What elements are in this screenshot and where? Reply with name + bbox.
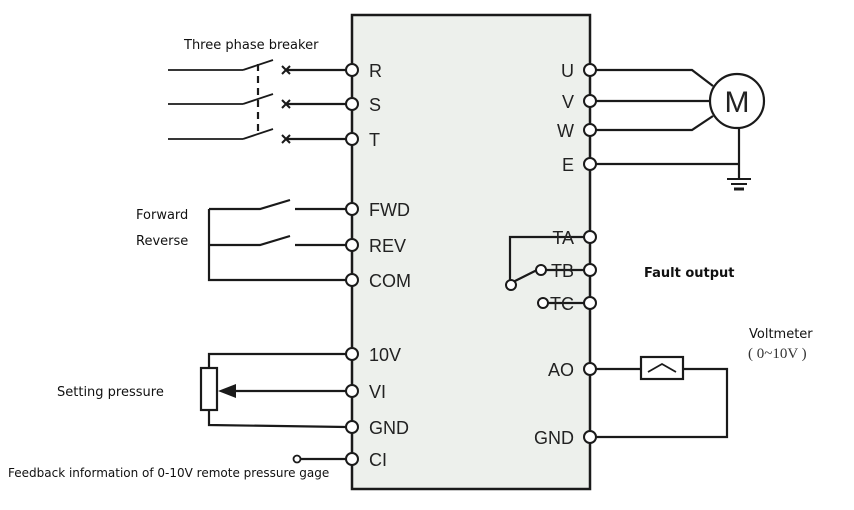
terminal-right-gnd	[583, 430, 597, 444]
setting-pressure-label: Setting pressure	[57, 385, 164, 400]
terminal-label-left-com: COM	[369, 271, 411, 291]
direction-switches	[207, 198, 346, 282]
terminal-left-gnd	[345, 420, 359, 434]
fault-relay	[505, 235, 584, 309]
terminal-right-tb	[583, 263, 597, 277]
terminal-left-ci	[345, 452, 359, 466]
terminal-left-rev	[345, 238, 359, 252]
terminal-label-left-t: T	[369, 130, 380, 150]
terminal-label-right-w: W	[557, 121, 574, 141]
terminal-label-left-rev: REV	[369, 236, 406, 256]
terminal-right-e	[583, 157, 597, 171]
reverse-label: Reverse	[136, 234, 188, 249]
terminal-label-right-e: E	[562, 155, 574, 175]
terminal-left-com	[345, 273, 359, 287]
voltmeter-range: ( 0~10V )	[748, 346, 807, 362]
motor-label: M	[725, 86, 750, 119]
motor-symbol	[708, 72, 766, 130]
terminal-right-u	[583, 63, 597, 77]
motor-wiring	[596, 68, 766, 178]
terminal-label-left-r: R	[369, 61, 382, 81]
terminal-label-right-ta: TA	[552, 228, 574, 248]
fault-output-label: Fault output	[644, 266, 735, 281]
feedback-label: Feedback information of 0-10V remote pre…	[8, 466, 329, 480]
inverter-box	[350, 13, 592, 491]
terminal-left-t	[345, 132, 359, 146]
terminal-right-v	[583, 94, 597, 108]
terminal-right-w	[583, 123, 597, 137]
terminal-label-left-vi: VI	[369, 382, 386, 402]
terminal-left-10v	[345, 347, 359, 361]
terminal-label-right-tb: TB	[551, 261, 574, 281]
terminal-right-ao	[583, 362, 597, 376]
voltmeter-label: Voltmeter	[749, 327, 813, 342]
ci-input-node	[292, 454, 302, 464]
terminal-left-fwd	[345, 202, 359, 216]
terminal-label-right-tc: TC	[550, 294, 574, 314]
terminal-right-tc	[583, 296, 597, 310]
terminal-label-left-s: S	[369, 95, 381, 115]
forward-label: Forward	[136, 208, 188, 223]
terminal-label-left-gnd: GND	[369, 418, 409, 438]
three-phase-breaker	[168, 59, 346, 144]
terminal-left-s	[345, 97, 359, 111]
breaker-label: Three phase breaker	[183, 38, 319, 53]
terminal-label-left-ci: CI	[369, 450, 387, 470]
ground-icon	[727, 178, 751, 191]
terminal-label-right-gnd: GND	[534, 428, 574, 448]
terminal-label-left-10v: 10V	[369, 345, 401, 365]
terminal-left-r	[345, 63, 359, 77]
terminal-left-vi	[345, 384, 359, 398]
terminal-label-right-u: U	[561, 61, 574, 81]
voltmeter	[596, 355, 729, 439]
potentiometer	[199, 352, 347, 429]
terminal-label-right-ao: AO	[548, 360, 574, 380]
terminal-right-ta	[583, 230, 597, 244]
terminal-label-left-fwd: FWD	[369, 200, 410, 220]
terminal-label-right-v: V	[562, 92, 574, 112]
